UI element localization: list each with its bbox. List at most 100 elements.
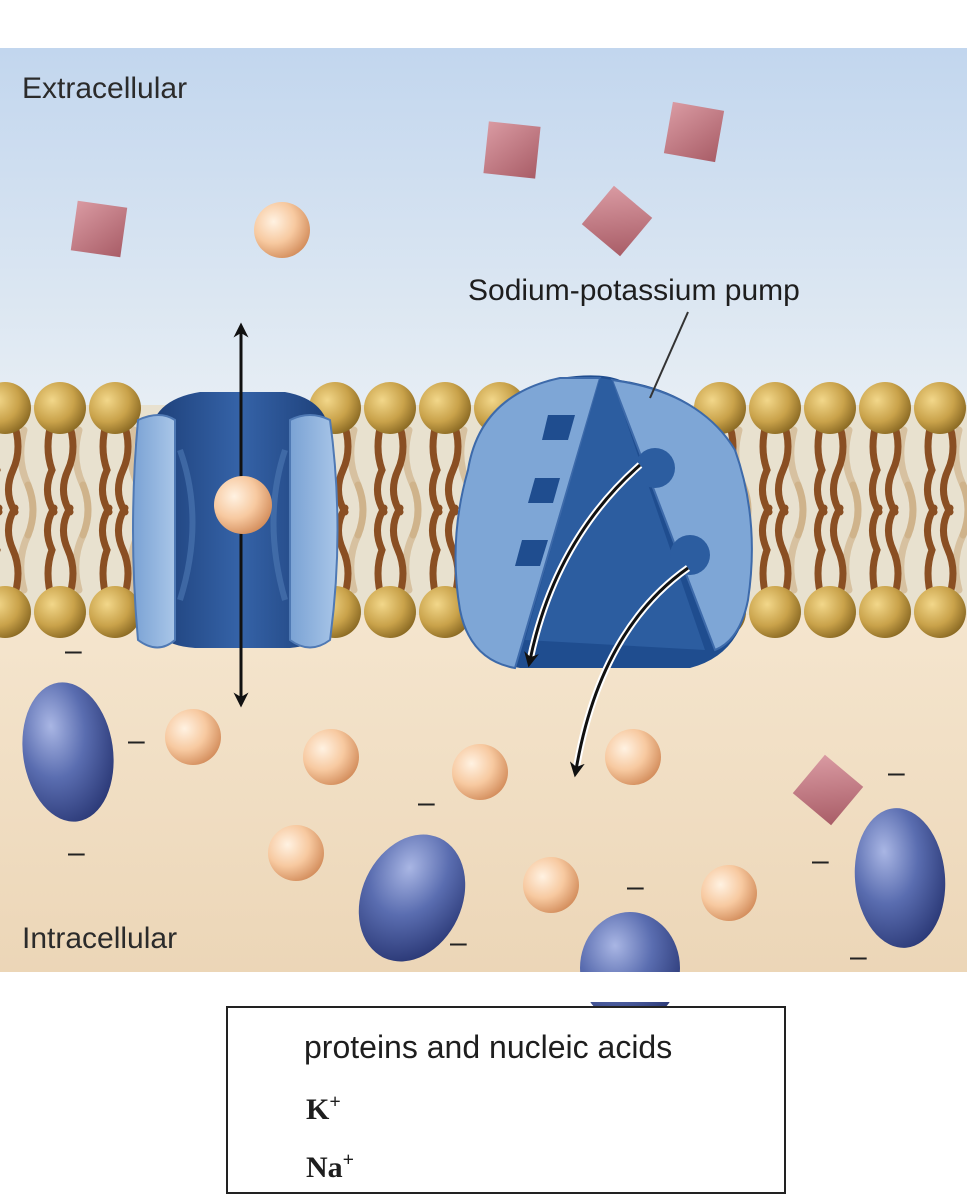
pump-callout-line [649,311,689,399]
phospholipid-head [419,382,471,434]
negative-charge: – [888,756,905,789]
lipid-tail [115,416,132,516]
lipid-tail [830,504,847,604]
potassium-ion-in-channel [214,476,272,534]
negative-charge: – [68,836,85,869]
legend-sodium-label: Na+ [306,1149,354,1185]
potassium-ion [268,825,324,881]
lipid-tail [390,504,407,604]
legend-sodium-symbol: Na [306,1151,343,1184]
legend-sodium-charge: + [342,1149,355,1171]
lipid-tail [759,504,773,604]
negative-charge: – [627,870,644,903]
pump-label: Sodium-potassium pump [468,274,800,307]
sodium-ion [70,200,128,258]
legend-row-sodium: Na+ [294,1142,354,1192]
lipid-tail [429,416,443,516]
lipid-tail [924,504,938,604]
potassium-ion [165,709,221,765]
phospholipid-head [914,382,966,434]
lipid-tail [869,416,883,516]
legend: proteins and nucleic acids K+ Na+ [226,1006,786,1194]
negative-charge: – [418,786,435,819]
lipid-tail [830,416,847,516]
lipid-tail [335,416,352,516]
lipid-tail [429,504,443,604]
phospholipid-head [34,382,86,434]
legend-potassium-label: K+ [306,1091,341,1127]
legend-potassium-symbol: K [306,1093,330,1126]
intracellular-label: Intracellular [22,922,178,955]
phospholipid-head [914,586,966,638]
lipid-tail [44,416,58,516]
potassium-ion [605,729,661,785]
phospholipid-head [34,586,86,638]
phospholipid-head [0,586,31,638]
negative-charge: – [128,724,145,757]
protein [22,682,114,822]
lipid-tail [390,416,407,516]
legend-potassium-charge: + [329,1091,341,1113]
extracellular-fluid [0,48,967,410]
negative-charge: – [812,844,829,877]
lipid-tail [99,416,113,516]
potassium-ion [303,729,359,785]
lipid-tail [775,504,792,604]
lipid-tail [60,416,77,516]
negative-charge: – [850,940,867,973]
potassium-ion [523,857,579,913]
phospholipid-head [749,382,801,434]
phospholipid-head [364,382,416,434]
potassium-ion [254,202,310,258]
phospholipid-head [749,586,801,638]
lipid-tail [924,416,938,516]
phospholipid-head [804,586,856,638]
intracellular-bottom-mask [0,972,967,1002]
pump-arrow-inner-core [524,463,641,668]
lipid-tail [99,504,113,604]
lipid-tail [814,504,828,604]
lipid-tail [5,504,22,604]
lipid-tail [759,416,773,516]
sodium-ion [663,101,725,163]
phospholipid-head [0,382,31,434]
extracellular-sodium-ions [70,101,725,258]
lipid-tail [44,504,58,604]
sodium-ion [483,121,541,179]
legend-row-potassium: K+ [294,1084,341,1134]
legend-proteins-label: proteins and nucleic acids [304,1028,673,1065]
protein [358,834,466,962]
lipid-tail [940,504,957,604]
phospholipid-head [859,382,911,434]
phospholipid-head [804,382,856,434]
lipid-tail [335,504,352,604]
lipid-tail [814,416,828,516]
phospholipid-head [859,586,911,638]
extracellular-label: Extracellular [22,72,188,105]
legend-row-proteins: proteins and nucleic acids [304,1022,672,1072]
lipid-tail [60,504,77,604]
lipid-tail [775,416,792,516]
lipid-tail [885,416,902,516]
sodium-ion [792,754,864,826]
lipid-tail [885,504,902,604]
lipid-tail [940,416,957,516]
phospholipid-head [364,586,416,638]
sodium-ion [581,185,653,257]
lipid-tail [115,504,132,604]
lipid-tail [869,504,883,604]
potassium-ion [701,865,757,921]
lipid-tail [374,416,388,516]
intracellular-potassium-ions [165,709,757,921]
lipid-tail [5,416,22,516]
sodium-potassium-pump [454,375,753,670]
phospholipid-head [89,586,141,638]
negative-charges: – – – – – – – – – [65,634,905,973]
lipid-tail [374,504,388,604]
pump-arrow-outer-core [569,566,689,778]
negative-charge: – [65,634,82,667]
phospholipid-head [89,382,141,434]
negative-charge: – [450,926,467,959]
lipid-tail [445,416,462,516]
